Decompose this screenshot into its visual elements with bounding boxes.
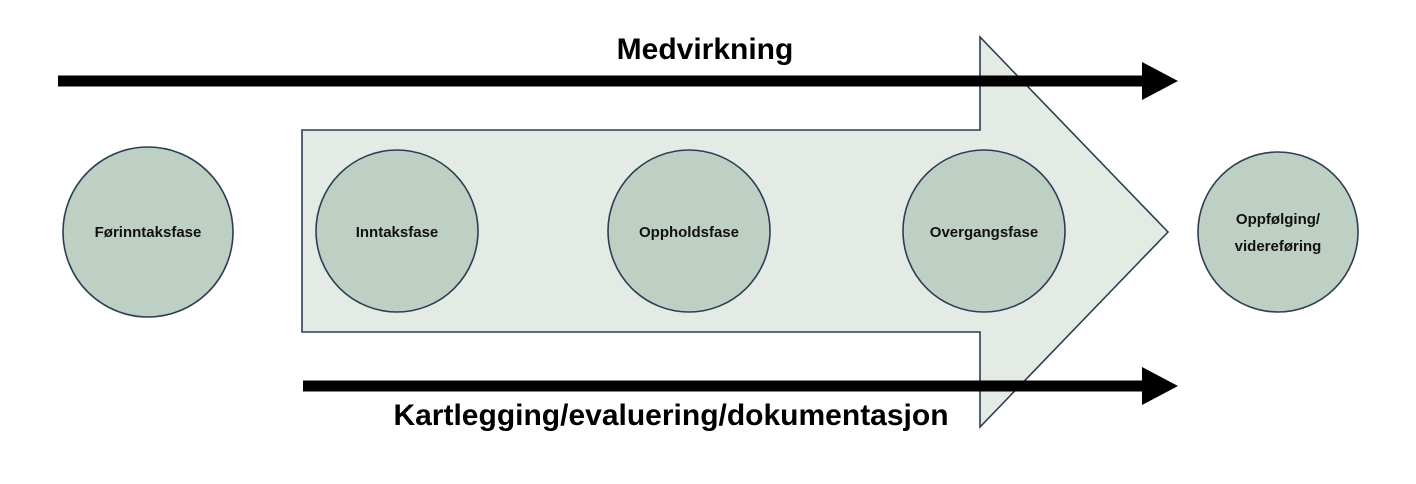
phase-circle-overgangsfase[interactable]	[902, 149, 1066, 313]
top-flow-arrow	[58, 62, 1178, 100]
phase-circle-inntaksfase[interactable]	[315, 149, 479, 313]
phase-circle-forinntaksfase[interactable]	[62, 146, 234, 318]
phase-circle-oppfolging-videreforing[interactable]	[1197, 151, 1359, 313]
bottom-flow-arrow	[303, 367, 1178, 405]
top-flow-label: Medvirkning	[617, 33, 794, 66]
phase-circles	[62, 146, 1359, 318]
bottom-flow-arrow-head	[1142, 367, 1178, 405]
top-flow-arrow-head	[1142, 62, 1178, 100]
phase-circle-oppholdsfase[interactable]	[607, 149, 771, 313]
bottom-flow-label: Kartlegging/evaluering/dokumentasjon	[393, 399, 948, 432]
